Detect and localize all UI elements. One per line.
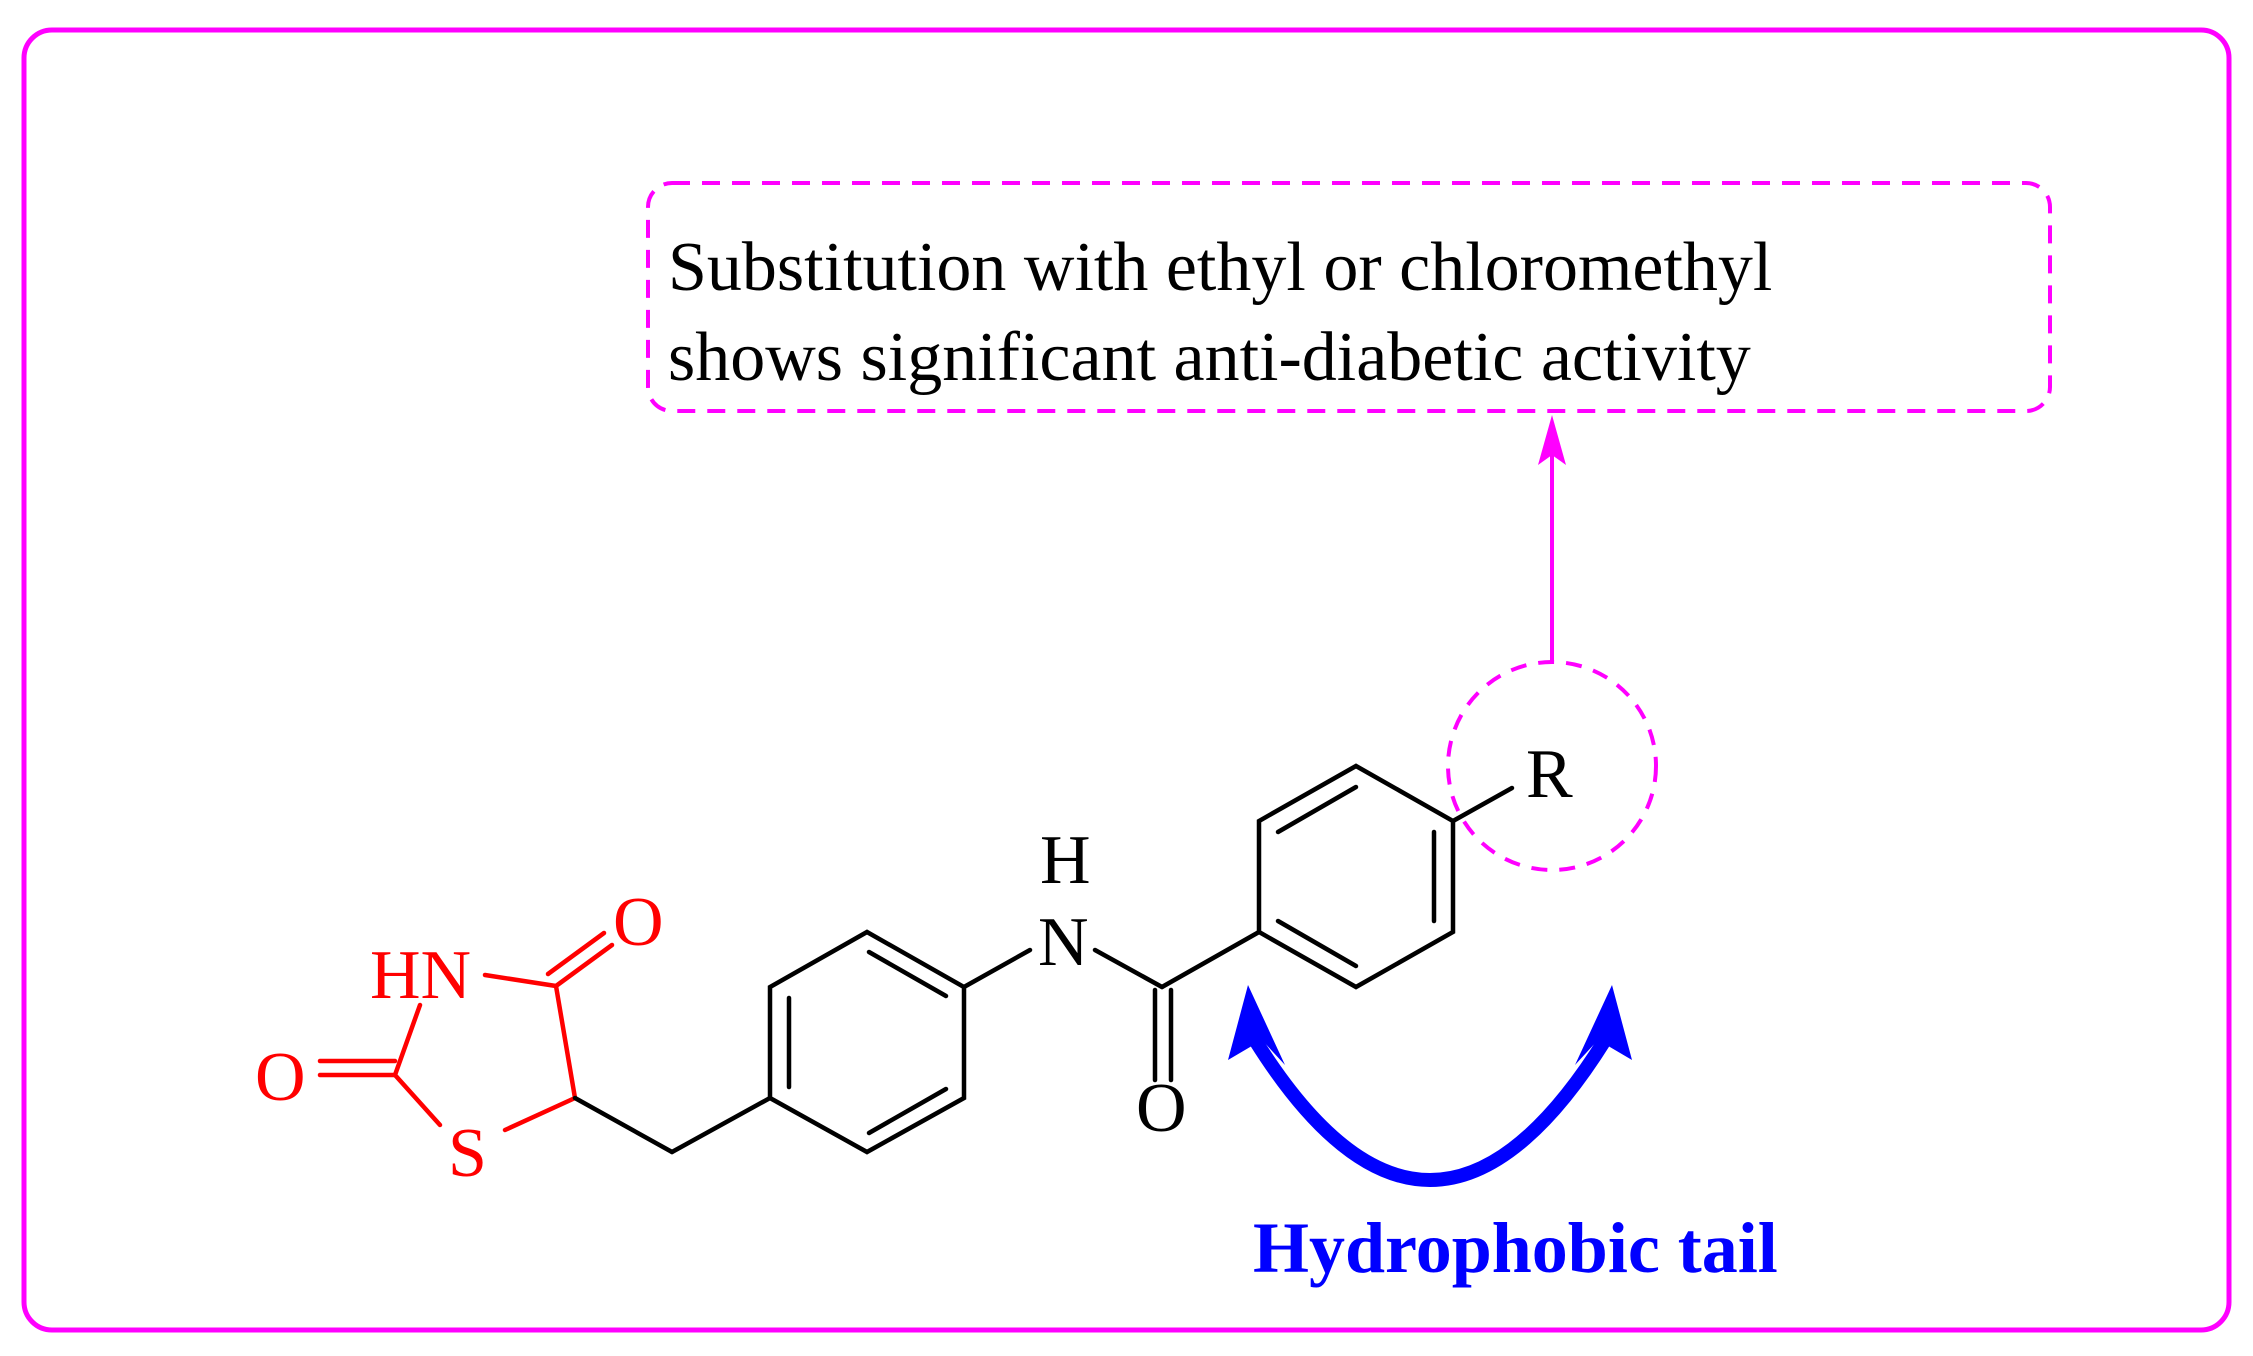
annotation-box <box>646 181 2052 413</box>
amide-hydrogen: H <box>1040 822 1091 899</box>
molecule-skeleton <box>572 763 1515 1155</box>
nh-atom: HN <box>370 937 471 1014</box>
outer-frame <box>21 27 2232 1333</box>
amide-oxygen: O <box>1136 1070 1187 1147</box>
annotation-arrow <box>1538 415 1566 662</box>
r-substituent: R <box>1526 736 1573 813</box>
carbonyl-oxygen-left: O <box>255 1039 306 1116</box>
carbonyl-oxygen-top: O <box>613 884 664 961</box>
amide-nitrogen: N <box>1038 904 1089 981</box>
annotation-text-line1: Substitution with ethyl or chloromethyl <box>668 229 1772 306</box>
r-group-highlight <box>1446 660 1658 872</box>
hydrophobic-tail-label: Hydrophobic tail <box>1253 1208 1778 1288</box>
hydrophobic-tail-arrow <box>1228 985 1632 1187</box>
sulfur-atom: S <box>448 1115 487 1192</box>
annotation-text-line2: shows significant anti-diabetic activity <box>668 319 1751 396</box>
thiazolidinedione-ring <box>317 930 615 1133</box>
